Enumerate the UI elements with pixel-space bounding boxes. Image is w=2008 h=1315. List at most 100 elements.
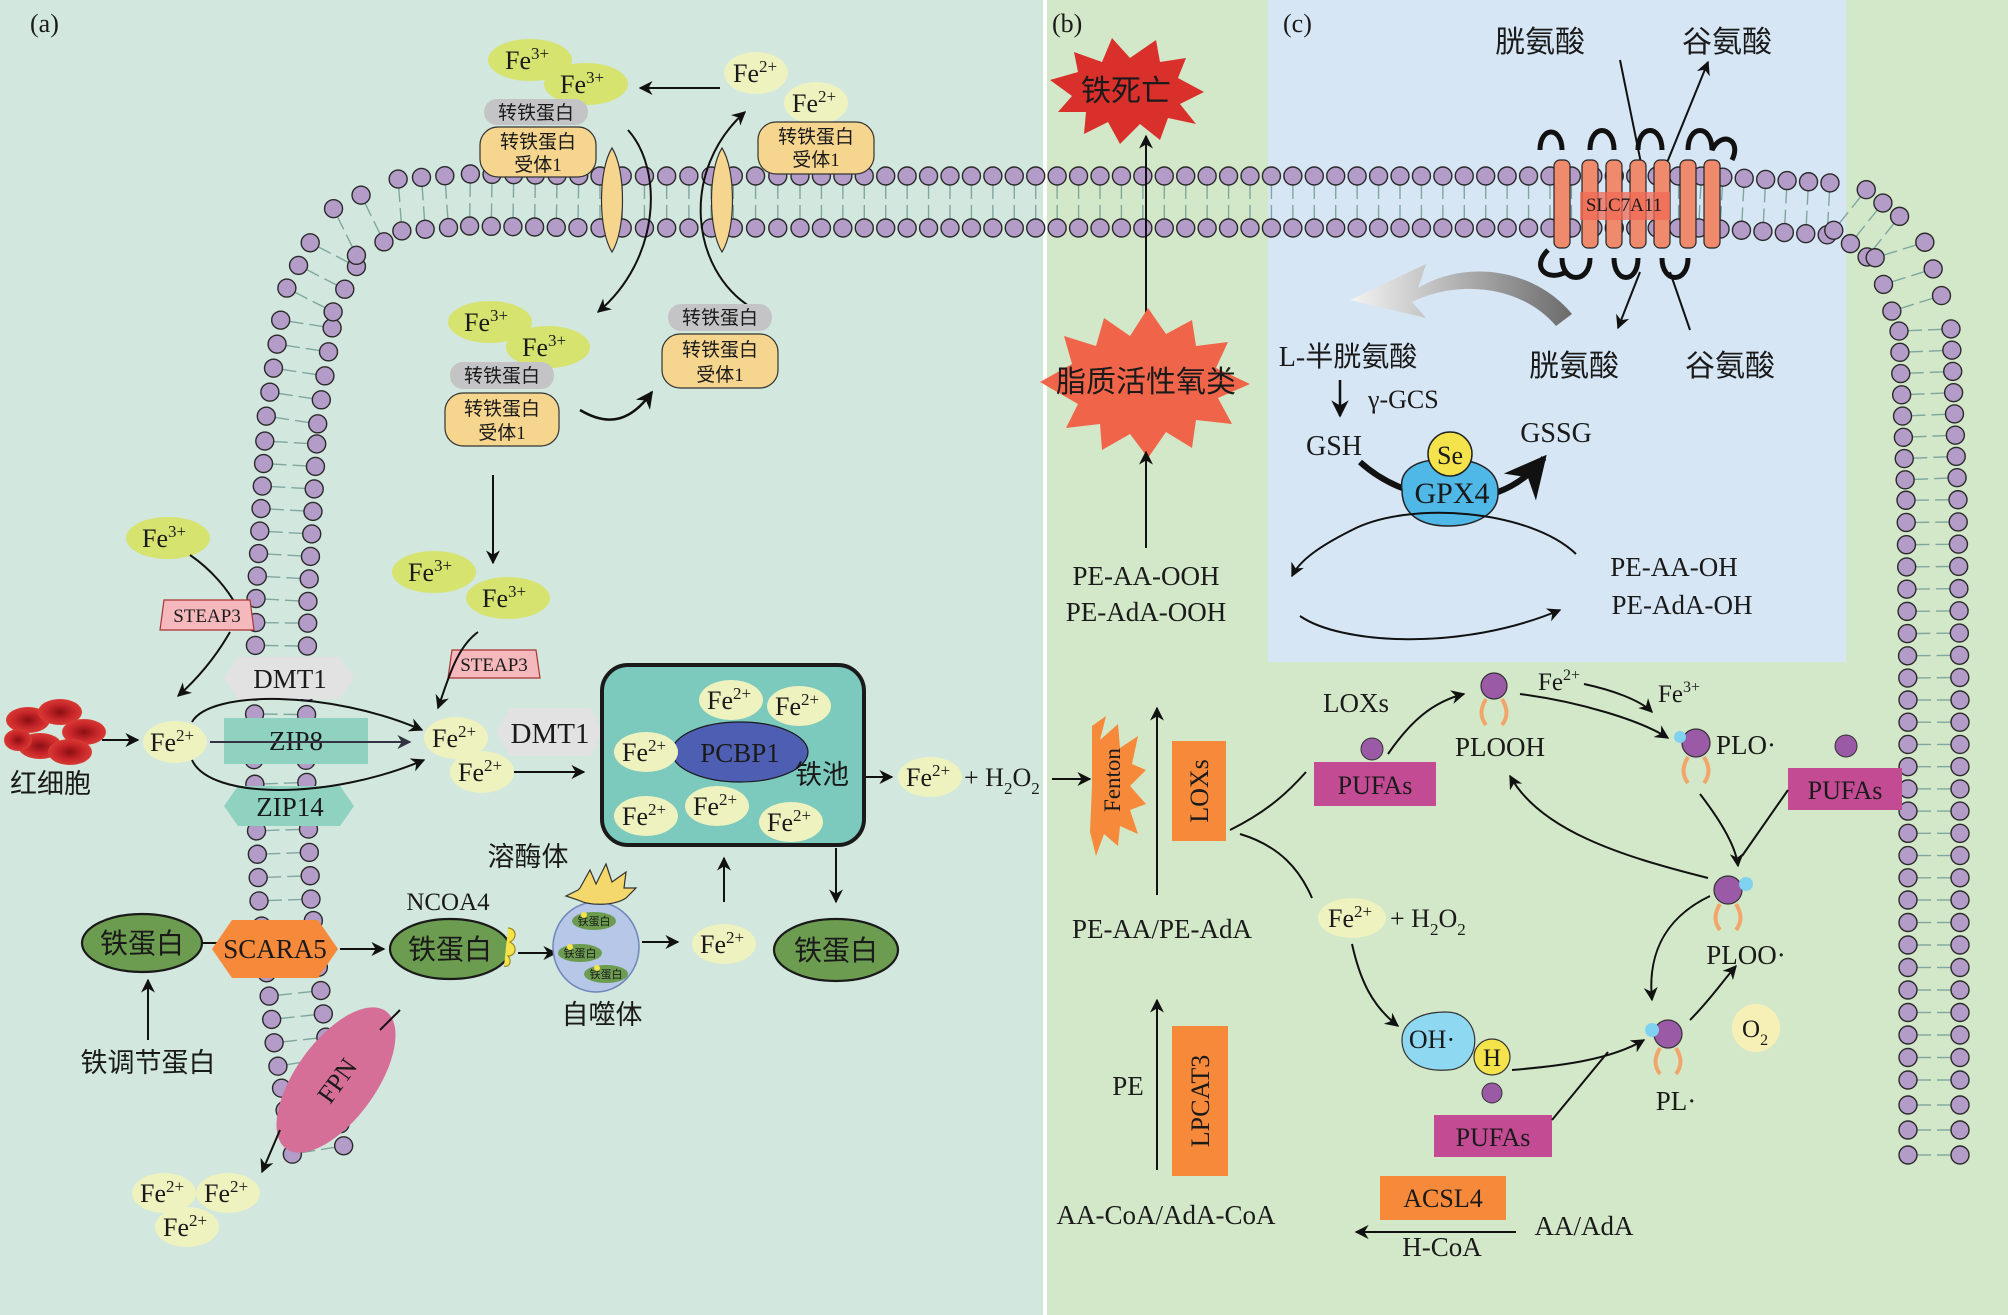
lipid-tail: [1742, 187, 1745, 202]
lipid-head: [253, 453, 274, 474]
lipid-tail: [399, 207, 402, 223]
lipid-tail: [288, 531, 303, 535]
lipid-head: [1898, 734, 1918, 755]
lipid-head: [298, 591, 318, 612]
lipid-head: [1915, 232, 1935, 252]
lipid-tail: [272, 463, 287, 466]
lipid-head: [323, 302, 343, 322]
svg-text:PUFAs: PUFAs: [1338, 771, 1413, 800]
lipid-head: [301, 889, 321, 909]
lipid-head: [524, 217, 545, 237]
gamma-gcs-label: γ-GCS: [1367, 385, 1439, 414]
svg-text:铁蛋白: 铁蛋白: [564, 946, 597, 960]
lipid-tail: [1928, 349, 1943, 352]
lipid-head: [1898, 1025, 1918, 1045]
svg-text:LOXs: LOXs: [1185, 759, 1214, 823]
lipid-tail: [287, 554, 302, 557]
svg-text:Fe2+: Fe2+: [432, 722, 476, 753]
lipid-head: [300, 546, 321, 567]
lipid-head: [1950, 667, 1970, 688]
iron-pool-label: 铁池: [795, 760, 849, 790]
arrow-fe2-through-zip14: [191, 758, 426, 791]
lipid-head: [1774, 222, 1795, 243]
lipid-head: [245, 635, 266, 656]
lipid-head: [1004, 166, 1024, 186]
glutamate-top-label: 谷氨酸: [1682, 26, 1772, 59]
autophagosome: 铁蛋白 铁蛋白 铁蛋白: [552, 862, 640, 993]
svg-text:Fe3+: Fe3+: [482, 582, 526, 613]
lipid-head: [1240, 166, 1260, 186]
arrow-fenton-to-oh: [1351, 943, 1400, 1027]
arrow-recycle-out: [699, 111, 753, 309]
lipid-head: [1777, 170, 1797, 191]
lipid-tail: [1867, 209, 1878, 222]
pe-ada-oh-label: PE-AdA-OH: [1612, 590, 1753, 620]
lipid-head: [318, 342, 339, 362]
fe2-h2o2-reaction: Fe2+ + H2O2: [898, 757, 1040, 798]
lipid-head: [1889, 206, 1910, 227]
lipid-head: [246, 588, 266, 609]
lipid-head: [1497, 218, 1517, 238]
lipid-head: [1347, 166, 1367, 186]
lipid-tail: [275, 416, 290, 421]
lipid-head: [1411, 166, 1432, 186]
lipid-head: [1240, 218, 1260, 238]
line-pufas-right-to-ploo: [1741, 789, 1789, 857]
svg-text:Fe2+: Fe2+: [700, 928, 744, 959]
ncoa4-cargo-icon: [503, 927, 516, 967]
transferrin-endosome: 转铁蛋白: [450, 362, 554, 389]
lipid-tail: [398, 187, 401, 203]
lipid-head: [983, 218, 1003, 238]
lipid-head: [1945, 425, 1966, 445]
lysosome-label: 溶酶体: [488, 842, 569, 872]
svg-text:Fe3+: Fe3+: [142, 522, 186, 553]
svg-text:Fe2+: Fe2+: [775, 690, 819, 721]
panel-c-label: (c): [1283, 9, 1312, 38]
lipid-head: [1949, 601, 1969, 621]
lipid-tail: [291, 486, 306, 490]
lipid-tail: [302, 1037, 317, 1041]
slc7a11-helix: [1553, 159, 1571, 249]
pe-label: PE: [1112, 1071, 1144, 1101]
gpx4-enzyme: GPX4 Se: [1400, 431, 1499, 527]
lipid-head: [1950, 1145, 1970, 1165]
lipid-tail: [1855, 225, 1866, 238]
svg-text:Fe3+: Fe3+: [522, 331, 566, 362]
lipid-head: [1950, 756, 1970, 777]
scara5-receptor: SCARA5: [212, 920, 338, 978]
lipid-head: [388, 169, 408, 189]
lipid-tail: [1828, 191, 1831, 206]
lipid-tail: [1911, 414, 1926, 417]
lipid-head: [323, 198, 344, 219]
lipid-head: [1897, 601, 1917, 622]
panel-b: 铁死亡 脂质活性氧类 PE-AA-OOH PE-AdA-OOH Fenton L…: [1040, 38, 1902, 1262]
acsl4-box: ACSL4: [1380, 1176, 1506, 1220]
lipid-head: [1753, 221, 1773, 242]
lipid-tail: [1910, 393, 1925, 396]
svg-text:ACSL4: ACSL4: [1403, 1184, 1482, 1213]
svg-text:PUFAs: PUFAs: [1456, 1123, 1531, 1152]
lipid-head: [1896, 535, 1917, 555]
lipid-head: [260, 382, 280, 402]
svg-text:脂质活性氧类: 脂质活性氧类: [1056, 366, 1236, 399]
lipid-tail: [1699, 184, 1702, 200]
hepcidin-label: 铁调节蛋白: [81, 1048, 216, 1078]
transferrin-receptor1-top-right: 转铁蛋白 受体1: [757, 121, 875, 175]
svg-text:转铁蛋白: 转铁蛋白: [464, 398, 540, 420]
lipid-head: [1944, 404, 1965, 424]
svg-text:DMT1: DMT1: [511, 718, 590, 750]
steap3-left: STEAP3: [159, 599, 255, 631]
lipid-tail: [1698, 204, 1701, 220]
lipid-tail: [269, 508, 285, 511]
lipid-head: [546, 217, 566, 238]
lipid-tail: [289, 509, 305, 512]
lipid-tail: [345, 234, 354, 248]
lipid-head: [1133, 218, 1153, 238]
svg-text:Fe2+: Fe2+: [1538, 667, 1580, 696]
l-cysteine-label: L-半胱氨酸: [1279, 341, 1417, 373]
panel-a-label: (a): [30, 9, 59, 38]
lipid-tail: [1806, 190, 1809, 205]
lipid-head: [1946, 446, 1966, 467]
svg-text:PLOO·: PLOO·: [1706, 940, 1786, 970]
fe2-pair-center: Fe2+ Fe2+: [424, 717, 514, 793]
